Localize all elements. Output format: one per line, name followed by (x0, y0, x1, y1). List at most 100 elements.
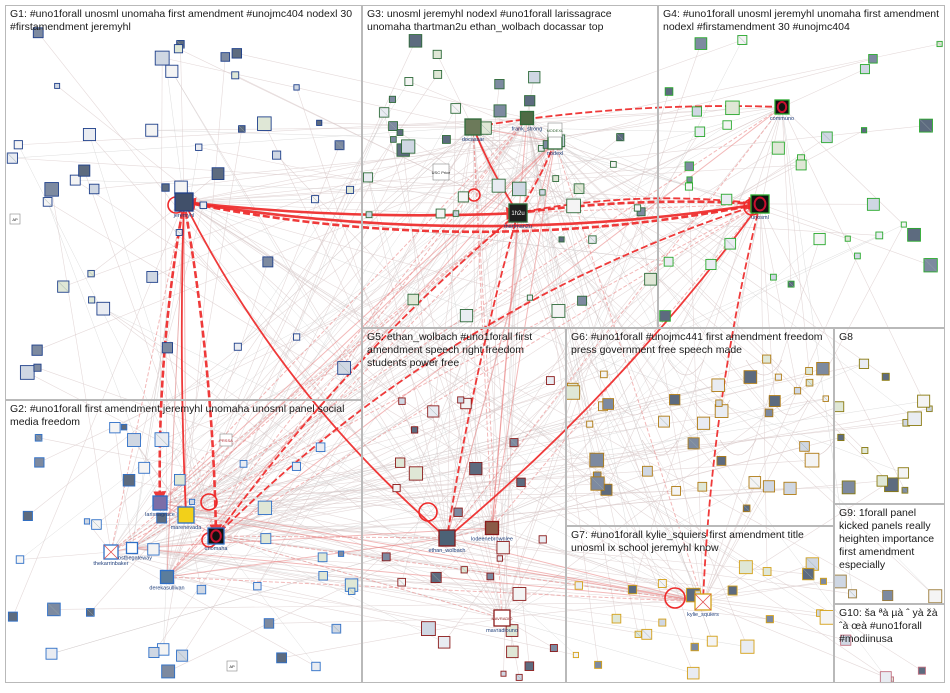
small-node[interactable] (690, 642, 699, 652)
small-node[interactable] (866, 197, 880, 211)
small-node[interactable] (392, 484, 401, 493)
small-node[interactable] (659, 310, 671, 322)
small-node[interactable] (195, 143, 203, 151)
small-node[interactable] (293, 84, 300, 91)
small-node[interactable] (664, 87, 674, 96)
small-node[interactable] (858, 358, 870, 369)
small-node[interactable] (505, 624, 519, 637)
small-node[interactable] (231, 71, 240, 80)
small-node[interactable] (706, 635, 718, 647)
small-node[interactable] (577, 295, 588, 306)
small-node[interactable] (318, 571, 328, 581)
small-node[interactable] (509, 438, 519, 448)
small-node[interactable] (837, 433, 845, 442)
small-node[interactable] (669, 394, 681, 406)
small-node[interactable] (87, 269, 95, 278)
small-node[interactable] (86, 608, 95, 617)
small-node[interactable] (196, 584, 207, 595)
small-node[interactable] (684, 161, 694, 171)
small-node[interactable] (586, 420, 594, 428)
small-node[interactable] (610, 161, 617, 168)
small-node[interactable] (147, 543, 160, 556)
small-node[interactable] (233, 342, 242, 351)
small-node[interactable] (594, 660, 603, 669)
small-node[interactable] (799, 441, 810, 452)
small-node[interactable] (401, 139, 416, 154)
small-node[interactable] (819, 577, 827, 585)
small-node[interactable] (161, 183, 170, 192)
small-node[interactable] (573, 183, 585, 195)
small-node[interactable] (727, 585, 738, 596)
small-node[interactable] (633, 204, 642, 212)
small-node[interactable] (96, 301, 111, 316)
small-node[interactable] (22, 510, 33, 521)
small-node[interactable] (844, 235, 851, 242)
small-node[interactable] (408, 34, 423, 48)
small-node[interactable] (189, 498, 196, 505)
small-node[interactable] (398, 397, 406, 405)
small-node[interactable] (469, 462, 483, 476)
small-node[interactable] (771, 141, 785, 155)
small-node[interactable] (658, 415, 670, 428)
small-node[interactable] (452, 210, 460, 217)
small-node[interactable] (6, 152, 19, 164)
small-node[interactable] (686, 666, 700, 680)
small-node[interactable] (83, 518, 91, 525)
small-node[interactable] (494, 79, 505, 90)
small-node[interactable] (740, 639, 755, 654)
small-node[interactable] (239, 459, 248, 468)
small-node[interactable] (34, 457, 45, 468)
small-node[interactable] (907, 411, 922, 426)
small-node[interactable] (276, 652, 288, 664)
small-node[interactable] (805, 378, 814, 387)
small-node[interactable] (316, 119, 323, 126)
small-node[interactable] (768, 395, 781, 407)
small-node[interactable] (636, 207, 646, 217)
small-node[interactable] (762, 354, 772, 364)
small-node[interactable] (644, 272, 657, 286)
small-node[interactable] (173, 44, 184, 54)
small-node[interactable] (663, 256, 674, 267)
small-node[interactable] (724, 237, 737, 250)
small-node[interactable] (705, 258, 717, 270)
small-node[interactable] (770, 273, 777, 281)
small-node[interactable] (120, 423, 128, 431)
small-node[interactable] (539, 189, 546, 196)
small-node[interactable] (91, 519, 102, 530)
small-node[interactable] (551, 304, 566, 318)
small-node[interactable] (684, 182, 693, 191)
small-node[interactable] (566, 198, 581, 214)
small-node[interactable] (627, 584, 638, 595)
small-node[interactable] (337, 550, 345, 557)
small-node[interactable] (334, 140, 345, 151)
small-node[interactable] (427, 405, 440, 418)
small-node[interactable] (348, 587, 356, 595)
small-node[interactable] (394, 457, 406, 468)
small-node[interactable] (671, 486, 681, 496)
small-node[interactable] (88, 183, 100, 195)
small-node[interactable] (263, 618, 275, 629)
small-node[interactable] (928, 589, 943, 604)
small-node[interactable] (725, 100, 740, 116)
small-node[interactable] (31, 344, 43, 356)
small-node[interactable] (743, 370, 758, 384)
small-node[interactable] (936, 40, 943, 48)
small-node[interactable] (917, 394, 931, 408)
small-node[interactable] (572, 651, 579, 659)
small-node[interactable] (546, 376, 555, 385)
small-node[interactable] (787, 280, 795, 288)
small-node[interactable] (868, 54, 878, 64)
small-node[interactable] (257, 500, 273, 515)
small-node[interactable] (720, 193, 733, 206)
small-node[interactable] (337, 361, 351, 375)
small-node[interactable] (900, 221, 907, 228)
small-node[interactable] (378, 107, 390, 118)
small-node[interactable] (848, 589, 858, 599)
small-node[interactable] (795, 159, 807, 171)
small-node[interactable] (917, 666, 926, 675)
small-node[interactable] (109, 422, 121, 434)
small-node[interactable] (588, 235, 597, 244)
small-node[interactable] (127, 433, 141, 447)
small-node[interactable] (54, 82, 61, 89)
small-node[interactable] (459, 309, 474, 323)
